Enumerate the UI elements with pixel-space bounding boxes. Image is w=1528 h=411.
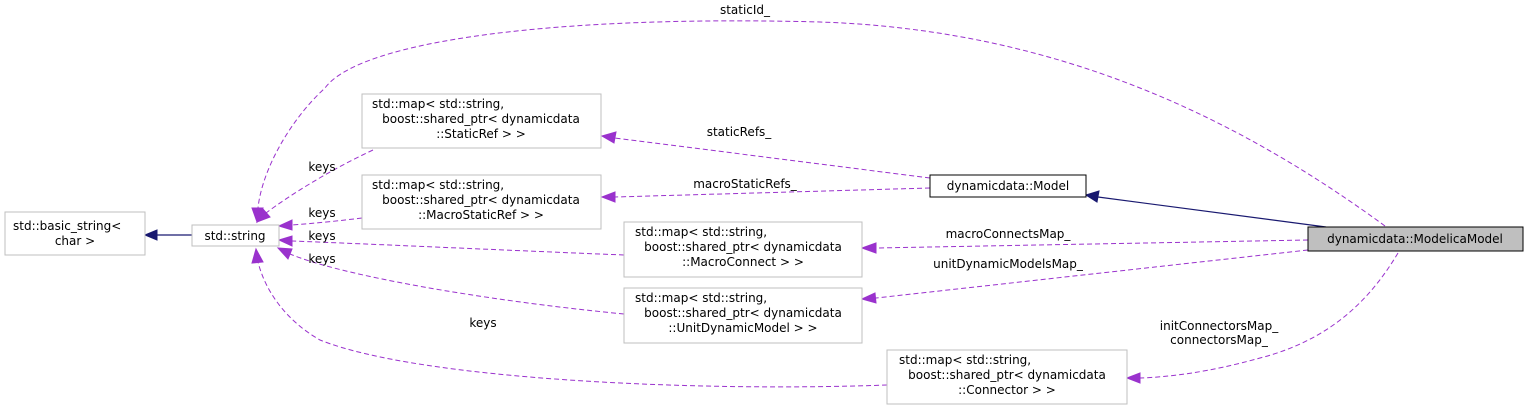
node-map-unit-dynamic-model-line-3: ::UnitDynamicModel > > — [668, 321, 817, 335]
edge-keys-unit-dynamic-model — [276, 247, 625, 315]
node-map-static-ref-line-1: std::map< std::string, — [372, 97, 504, 111]
node-map-connector-line-1: std::map< std::string, — [899, 353, 1031, 367]
label-keys-static-ref: keys — [308, 160, 335, 174]
node-model-label: dynamicdata::Model — [947, 179, 1069, 193]
edge-static-refs — [600, 131, 931, 179]
node-map-connector[interactable]: std::map< std::string, boost::shared_ptr… — [886, 349, 1128, 405]
label-macro-static-refs: macroStaticRefs_ — [693, 177, 798, 191]
label-macro-connects-map: macroConnectsMap_ — [946, 227, 1072, 241]
edge-macro-connects-map — [860, 239, 1309, 254]
node-map-macro-static-ref-line-2: boost::shared_ptr< dynamicdata — [382, 193, 580, 207]
node-map-macro-static-ref[interactable]: std::map< std::string, boost::shared_ptr… — [361, 174, 602, 230]
node-map-connector-line-3: ::Connector > > — [958, 383, 1056, 397]
node-map-unit-dynamic-model-line-1: std::map< std::string, — [635, 291, 767, 305]
node-map-connector-line-2: boost::shared_ptr< dynamicdata — [908, 368, 1106, 382]
edge-keys-macro-static-ref — [277, 217, 363, 231]
label-init-connectors-map: initConnectorsMap_ — [1160, 319, 1279, 333]
node-map-unit-dynamic-model[interactable]: std::map< std::string, boost::shared_ptr… — [623, 287, 863, 344]
edge-keys-connector — [251, 247, 888, 388]
label-keys-unit-dynamic-model: keys — [308, 252, 335, 266]
edge-modelica-model-inherits-model — [1084, 190, 1327, 228]
edge-string-inherits-basic-string — [143, 229, 192, 241]
edge-macro-static-refs — [600, 187, 931, 203]
node-basic-string[interactable]: std::basic_string< char > — [4, 211, 146, 256]
node-map-macro-static-ref-line-3: ::MacroStaticRef > > — [418, 208, 544, 222]
node-basic-string-line-1: std::basic_string< — [13, 219, 121, 233]
node-basic-string-line-2: char > — [55, 234, 95, 248]
node-std-string[interactable]: std::string — [191, 224, 280, 247]
node-map-static-ref-line-3: ::StaticRef > > — [436, 127, 526, 141]
node-map-macro-connect-line-3: ::MacroConnect > > — [682, 255, 804, 269]
label-keys-connector: keys — [469, 316, 496, 330]
node-map-static-ref-line-2: boost::shared_ptr< dynamicdata — [382, 112, 580, 126]
label-unit-dynamic-models-map: unitDynamicModelsMap_ — [933, 257, 1084, 271]
edge-unit-dynamic-models-map — [860, 249, 1309, 304]
node-std-string-label: std::string — [204, 229, 265, 243]
node-map-static-ref[interactable]: std::map< std::string, boost::shared_ptr… — [361, 93, 602, 149]
edge-keys-static-ref — [256, 149, 374, 223]
label-connectors-map: connectorsMap_ — [1170, 333, 1269, 347]
label-static-id: staticId_ — [720, 3, 771, 17]
node-map-macro-connect-line-2: boost::shared_ptr< dynamicdata — [644, 240, 842, 254]
label-keys-macro-connect: keys — [308, 229, 335, 243]
edge-connectors-map — [1125, 252, 1399, 384]
node-map-macro-connect-line-1: std::map< std::string, — [635, 225, 767, 239]
edge-keys-macro-connect — [277, 235, 625, 256]
node-map-macro-static-ref-line-1: std::map< std::string, — [372, 178, 504, 192]
node-map-macro-connect[interactable]: std::map< std::string, boost::shared_ptr… — [623, 221, 863, 278]
label-static-refs: staticRefs_ — [707, 125, 773, 139]
node-modelica-model[interactable]: dynamicdata::ModelicaModel — [1307, 226, 1524, 252]
node-model[interactable]: dynamicdata::Model — [929, 174, 1087, 198]
node-modelica-model-label: dynamicdata::ModelicaModel — [1327, 232, 1503, 246]
label-keys-macro-static-ref: keys — [308, 206, 335, 220]
node-map-unit-dynamic-model-line-2: boost::shared_ptr< dynamicdata — [644, 306, 842, 320]
